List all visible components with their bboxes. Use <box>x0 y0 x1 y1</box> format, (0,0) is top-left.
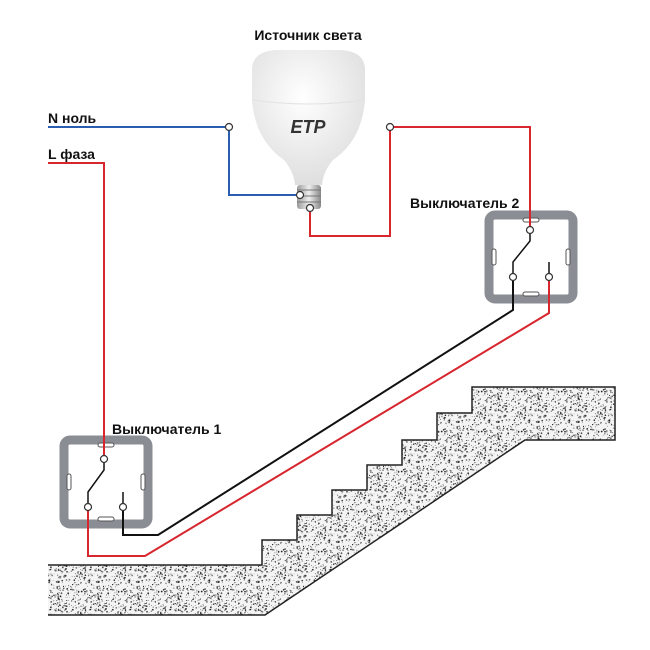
phase-wire <box>48 162 105 459</box>
neutral-label: N ноль <box>48 110 97 126</box>
staircase <box>48 386 616 616</box>
switch-2-label: Выключатель 2 <box>410 195 520 211</box>
traveler-red-wire <box>87 277 550 557</box>
lamp-base <box>297 185 321 209</box>
title-label: Источник света <box>254 27 361 43</box>
neutral-wire <box>48 126 300 196</box>
terminal <box>224 122 234 132</box>
switch-2-lever <box>512 230 531 277</box>
lamp-logo: ETP <box>290 117 326 137</box>
switch-1-lever <box>87 459 105 507</box>
terminal <box>385 122 395 132</box>
terminal <box>83 502 93 512</box>
terminal <box>295 190 305 200</box>
terminal <box>508 272 518 282</box>
terminal <box>118 502 128 512</box>
switch-frame <box>59 435 153 529</box>
traveler-black-wire <box>122 277 514 536</box>
switch-1 <box>59 435 153 529</box>
terminal <box>305 203 315 213</box>
terminal <box>525 225 535 235</box>
phase-label: L фаза <box>48 146 95 162</box>
lamp-return-wire <box>309 126 531 237</box>
switch-1-label: Выключатель 1 <box>112 421 222 437</box>
lamp: ETP <box>251 50 366 209</box>
terminals <box>83 122 554 512</box>
terminal <box>99 454 109 464</box>
terminal <box>544 272 554 282</box>
